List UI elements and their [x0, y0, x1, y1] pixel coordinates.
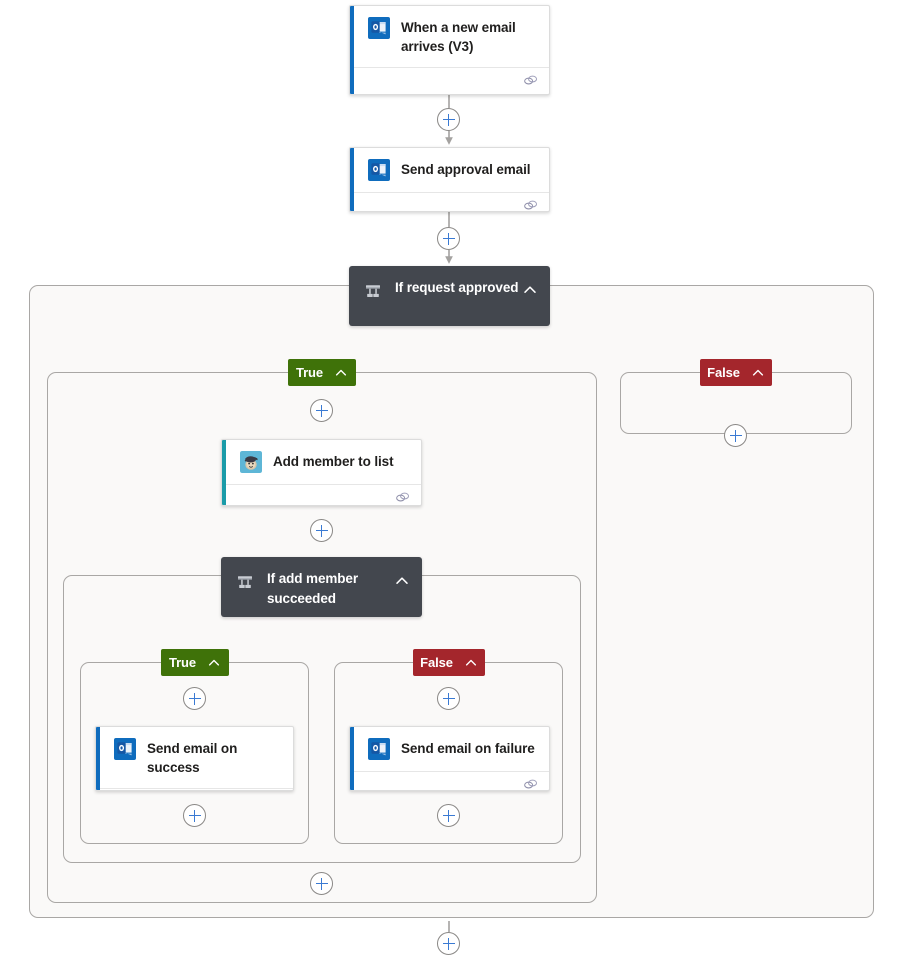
condition-header-if-add-member-succeeded[interactable]: If add member succeeded [221, 557, 422, 617]
add-step-nested-true-bottom[interactable] [183, 804, 206, 827]
branch-badge-false-outer[interactable]: False [700, 359, 772, 386]
card-accent-bar [350, 148, 354, 211]
branch-label: False [420, 655, 453, 670]
connection-link-icon[interactable] [395, 491, 410, 504]
card-footer [350, 192, 549, 212]
card-send-email-on-failure[interactable]: Send email on failure [349, 726, 550, 791]
add-step-nested-true-top[interactable] [183, 687, 206, 710]
card-accent-bar [350, 6, 354, 94]
card-footer [350, 67, 549, 92]
condition-branch-icon [366, 285, 380, 297]
condition-title: If request approved [395, 280, 519, 295]
add-step-true-branch-top[interactable] [310, 399, 333, 422]
card-title: Add member to list [273, 454, 394, 469]
card-footer [96, 788, 293, 790]
card-footer [350, 771, 549, 791]
add-step-after-add-member[interactable] [310, 519, 333, 542]
outlook-icon [368, 159, 390, 181]
connection-link-icon[interactable] [523, 74, 538, 87]
card-body: Send email on failure [350, 727, 549, 771]
add-step-after-trigger[interactable] [437, 108, 460, 131]
connection-link-icon[interactable] [523, 778, 538, 791]
condition-branch-icon [238, 576, 252, 588]
card-accent-bar [96, 727, 100, 790]
add-step-after-send-approval-email[interactable] [437, 227, 460, 250]
card-title: When a new email arrives (V3) [401, 20, 516, 54]
card-body: Send email on success [96, 727, 293, 788]
card-send-approval-email[interactable]: Send approval email [349, 147, 550, 212]
add-step-end-of-flow[interactable] [437, 932, 460, 955]
add-step-false-branch-empty[interactable] [724, 424, 747, 447]
card-title: Send email on success [147, 741, 238, 775]
card-when-a-new-email-arrives[interactable]: When a new email arrives (V3) [349, 5, 550, 95]
add-step-nested-false-bottom[interactable] [437, 804, 460, 827]
condition-title: If add member succeeded [267, 571, 358, 606]
branch-label: False [707, 365, 740, 380]
outlook-icon [368, 17, 390, 39]
branch-badge-true-outer[interactable]: True [288, 359, 356, 386]
mailchimp-icon [240, 451, 262, 473]
branch-label: True [295, 365, 324, 380]
card-add-member-to-list[interactable]: Add member to list [221, 439, 422, 506]
chevron-up-icon[interactable] [334, 366, 348, 380]
add-step-nested-false-top[interactable] [437, 687, 460, 710]
card-title: Send email on failure [401, 741, 535, 756]
outlook-icon [114, 738, 136, 760]
outlook-icon [368, 738, 390, 760]
add-step-true-branch-bottom[interactable] [310, 872, 333, 895]
chevron-up-icon[interactable] [751, 366, 765, 380]
connection-link-icon[interactable] [523, 199, 538, 212]
chevron-up-icon[interactable] [464, 656, 478, 670]
chevron-up-icon[interactable] [522, 282, 538, 298]
condition-header-if-request-approved[interactable]: If request approved [349, 266, 550, 326]
card-body: Add member to list [222, 440, 421, 484]
card-body: When a new email arrives (V3) [350, 6, 549, 67]
card-title: Send approval email [401, 162, 531, 177]
chevron-up-icon[interactable] [394, 573, 410, 589]
branch-badge-false-nested[interactable]: False [413, 649, 485, 676]
card-accent-bar [222, 440, 226, 505]
card-body: Send approval email [350, 148, 549, 192]
card-accent-bar [350, 727, 354, 790]
card-footer [222, 484, 421, 505]
branch-label: True [168, 655, 197, 670]
card-send-email-on-success[interactable]: Send email on success [95, 726, 294, 791]
branch-badge-true-nested[interactable]: True [161, 649, 229, 676]
chevron-up-icon[interactable] [207, 656, 221, 670]
